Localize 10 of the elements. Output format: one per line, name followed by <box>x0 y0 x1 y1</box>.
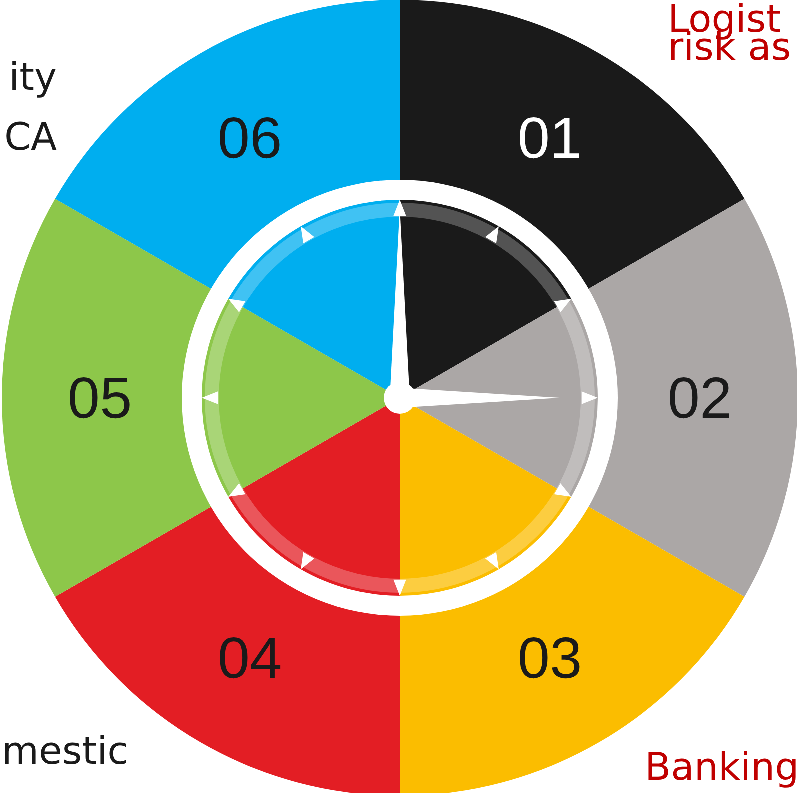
label-text: Banking <box>645 748 797 786</box>
segment-number: 02 <box>668 366 732 431</box>
label-text: ity <box>9 58 57 96</box>
segment-number: 04 <box>218 626 282 691</box>
label-text: mestic <box>2 732 129 770</box>
segment-number: 05 <box>68 366 132 431</box>
segment-number: 01 <box>518 106 582 172</box>
segment-number: 06 <box>218 106 282 172</box>
label-text: CA <box>4 118 57 156</box>
segment-number: 03 <box>518 626 582 691</box>
